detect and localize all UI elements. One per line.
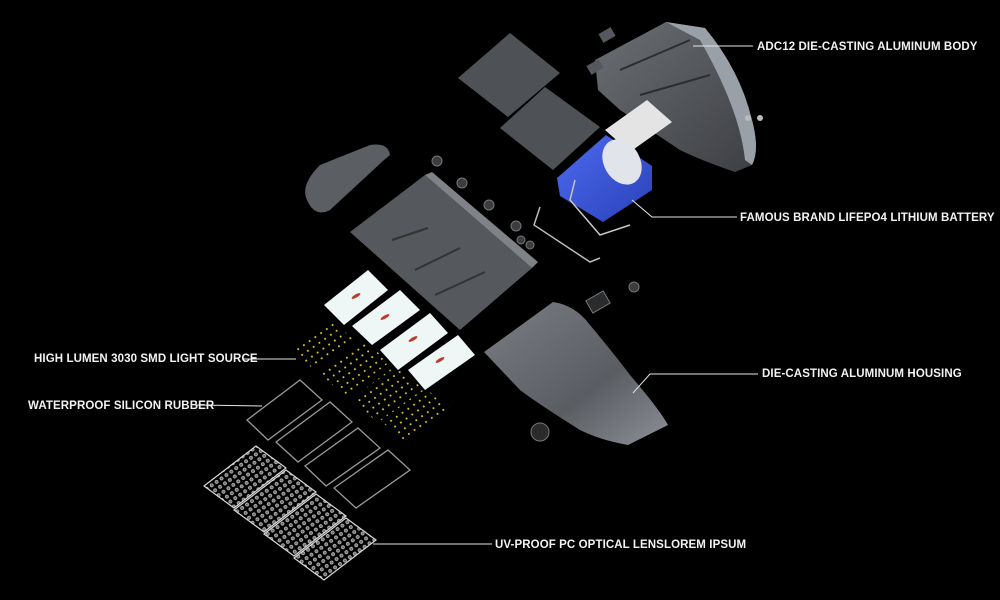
fasteners: [431, 155, 640, 442]
heat-sink-plate-1: [458, 33, 560, 117]
aluminum-housing-component: [484, 302, 668, 445]
label-silicon-rubber: WATERPROOF SILICON RUBBER: [28, 400, 215, 412]
label-optical-lens: UV-PROOF PC OPTICAL LENSLOREM IPSUM: [495, 539, 747, 551]
light-module-housing: [350, 172, 538, 330]
callout-gasket: [195, 404, 263, 407]
label-light-source: HIGH LUMEN 3030 SMD LIGHT SOURCE: [34, 353, 258, 365]
silicon-rubber-gaskets: [245, 379, 412, 509]
smd-led-arrays: [290, 320, 450, 442]
pc-optical-lenses: [203, 445, 377, 581]
end-cap-component: [305, 144, 390, 213]
pcb-logos: [351, 293, 445, 363]
bracket-wire: [533, 206, 601, 263]
aluminum-body-component: [586, 22, 763, 172]
label-aluminum-body: ADC12 DIE-CASTING ALUMINUM BODY: [757, 41, 978, 53]
callout-battery: [631, 199, 737, 218]
heat-sink-plate-2: [500, 87, 600, 170]
lithium-battery-component: [557, 135, 652, 236]
label-lithium-battery: FAMOUS BRAND LIFEPO4 LITHIUM BATTERY: [740, 212, 995, 224]
label-aluminum-housing: DIE-CASTING ALUMINUM HOUSING: [762, 368, 962, 380]
battery-bracket-plate: [605, 100, 672, 152]
callout-housing: [632, 373, 758, 394]
callout-lines: [195, 45, 758, 545]
